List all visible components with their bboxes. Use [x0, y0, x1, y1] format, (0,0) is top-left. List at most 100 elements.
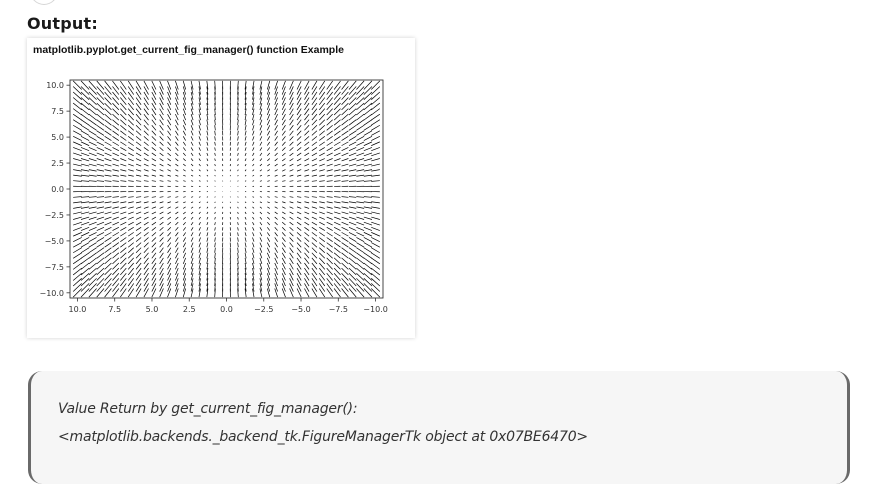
- vector-arrow: [371, 130, 381, 136]
- vector-arrow: [237, 174, 239, 177]
- vector-arrow: [289, 180, 294, 182]
- vector-arrow: [244, 180, 247, 182]
- vector-arrow: [167, 232, 172, 237]
- vector-arrow: [135, 152, 142, 157]
- vector-arrow: [281, 97, 286, 105]
- vector-arrow: [88, 86, 97, 95]
- vector-arrow: [73, 221, 82, 226]
- vector-arrow: [296, 232, 302, 237]
- vector-arrow: [326, 216, 333, 220]
- vector-arrow: [175, 257, 179, 264]
- vector-arrow: [73, 211, 82, 215]
- vector-arrow: [175, 152, 179, 157]
- vector-arrow: [151, 180, 157, 182]
- vector-arrow: [120, 196, 127, 198]
- vector-arrow: [289, 158, 294, 162]
- vector-arrow: [80, 119, 90, 126]
- vector-arrow: [206, 130, 209, 136]
- vector-arrow: [190, 221, 194, 226]
- vector-arrow: [289, 262, 294, 270]
- vector-arrow: [334, 201, 341, 204]
- vector-arrow: [281, 211, 286, 215]
- vector-arrow: [80, 221, 90, 226]
- vector-arrow: [112, 180, 119, 182]
- vector-arrow: [348, 242, 357, 248]
- vector-arrow: [237, 211, 239, 215]
- vector-arrow: [120, 113, 127, 121]
- vector-arrow: [274, 283, 278, 292]
- vector-arrow: [80, 124, 90, 131]
- vector-arrow: [128, 141, 134, 146]
- vector-arrow: [289, 278, 294, 287]
- vector-arrow: [112, 196, 119, 198]
- vector-arrow: [167, 158, 172, 162]
- vector-arrow: [120, 237, 127, 242]
- vector-arrow: [206, 86, 209, 95]
- vector-arrow: [274, 102, 278, 111]
- vector-arrow: [319, 124, 326, 131]
- vector-arrow: [289, 283, 294, 292]
- vector-arrow: [104, 206, 112, 209]
- vector-arrow: [112, 108, 120, 116]
- vector-arrow: [311, 196, 317, 198]
- return-value-object: <matplotlib.backends._backend_tk.FigureM…: [58, 429, 588, 445]
- vector-arrow: [73, 201, 82, 204]
- vector-arrow: [159, 216, 164, 220]
- vector-arrow: [363, 136, 373, 141]
- vector-arrow: [112, 247, 120, 254]
- vector-arrow: [104, 141, 112, 146]
- vector-arrow: [274, 278, 278, 287]
- vector-arrow: [120, 216, 127, 220]
- vector-arrow: [159, 257, 164, 265]
- vector-arrow: [267, 221, 271, 226]
- vector-arrow: [190, 141, 194, 146]
- vector-arrow: [267, 174, 270, 177]
- vector-arrow: [289, 227, 294, 231]
- vector-arrow: [127, 113, 134, 121]
- vector-arrow: [112, 237, 120, 242]
- vector-arrow: [244, 273, 247, 281]
- vector-arrow: [296, 288, 302, 298]
- vector-arrow: [281, 237, 286, 242]
- vector-arrow: [237, 262, 239, 270]
- vector-arrow: [348, 130, 357, 136]
- vector-arrow: [73, 169, 82, 172]
- vector-arrow: [143, 278, 149, 287]
- vector-arrow: [151, 86, 157, 95]
- vector-arrow: [206, 268, 209, 275]
- vector-arrow: [311, 262, 318, 270]
- vector-arrow: [348, 108, 357, 116]
- vector-arrow: [112, 211, 119, 215]
- vector-arrow: [274, 169, 278, 172]
- vector-arrow: [159, 152, 164, 157]
- vector-arrow: [73, 152, 82, 157]
- vector-arrow: [159, 278, 164, 287]
- vector-arrow: [296, 237, 302, 242]
- vector-arrow: [206, 262, 209, 270]
- vector-arrow: [281, 91, 286, 100]
- vector-arrow: [143, 97, 149, 105]
- vector-arrow: [72, 119, 82, 126]
- vector-arrow: [333, 242, 341, 248]
- vector-arrow: [182, 237, 186, 242]
- vector-arrow: [151, 163, 157, 167]
- vector-arrow: [151, 158, 157, 162]
- y-tick-label: −10.0: [39, 289, 64, 298]
- vector-arrow: [183, 174, 186, 177]
- vector-arrow: [311, 247, 318, 253]
- vector-arrow: [259, 216, 263, 220]
- vector-arrow: [135, 216, 142, 220]
- vector-arrow: [143, 130, 149, 136]
- vector-arrow: [112, 257, 120, 265]
- vector-arrow: [135, 278, 142, 287]
- vector-arrow: [167, 206, 171, 209]
- y-tick-label: −5.0: [45, 237, 64, 246]
- vector-arrow: [244, 114, 247, 121]
- vector-arrow: [326, 86, 333, 95]
- vector-arrow: [72, 288, 82, 298]
- vector-arrow: [371, 278, 381, 287]
- vector-arrow: [363, 221, 373, 226]
- vector-arrow: [371, 152, 380, 157]
- vector-arrow: [104, 86, 112, 95]
- vector-arrow: [252, 114, 255, 121]
